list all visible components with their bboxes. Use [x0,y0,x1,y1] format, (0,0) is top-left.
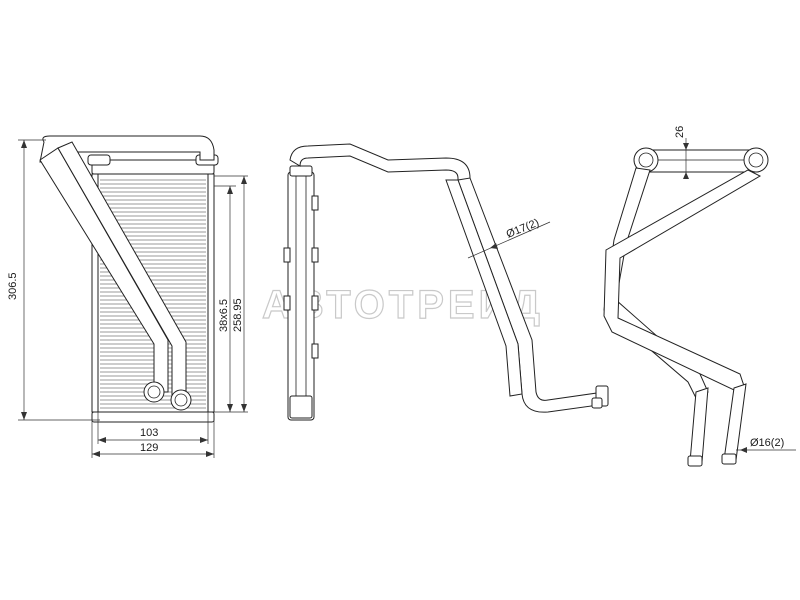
outlet-ring-1 [143,381,165,403]
bottom-tank [91,411,215,423]
iso-right-cap [743,147,769,173]
dim-core-height: 38x6.5 258.95 [214,175,248,413]
left-top-fitting [87,154,111,166]
fin-spec-label: 38x6.5 [218,299,230,332]
dim-widths: 103 129 [91,412,215,458]
iso-top-bar [645,149,759,173]
pipe-diameter-small-label: Ø16(2) [750,437,784,449]
iso-outlet-1 [689,387,709,463]
side-top-cap [289,165,313,177]
side-top-pipe [289,143,471,197]
outlet-thickness-label: 26 [674,126,686,138]
core-width-label: 103 [140,427,158,439]
core-frame [97,173,209,413]
iso-outlet-2 [723,383,747,461]
overall-height-label: 306.5 [7,272,19,300]
core-height-label: 258.95 [232,298,244,332]
side-core [287,171,315,421]
pipe-diameter-large-label: Ø17(2) [505,217,541,241]
overall-width-label: 129 [140,442,158,454]
outlet-ring-2 [170,389,192,411]
side-view [283,143,609,421]
front-view [39,135,219,423]
left-rail [91,173,99,413]
dim-overall-height: 306.5 [7,139,100,421]
right-rail [207,173,215,413]
iso-view [603,147,769,467]
side-bottom-cap [289,395,313,419]
dim-pipe-small: Ø16(2) [736,437,796,453]
dim-outlet-thickness: 26 [674,126,689,179]
side-down-pipe-2 [445,179,523,397]
